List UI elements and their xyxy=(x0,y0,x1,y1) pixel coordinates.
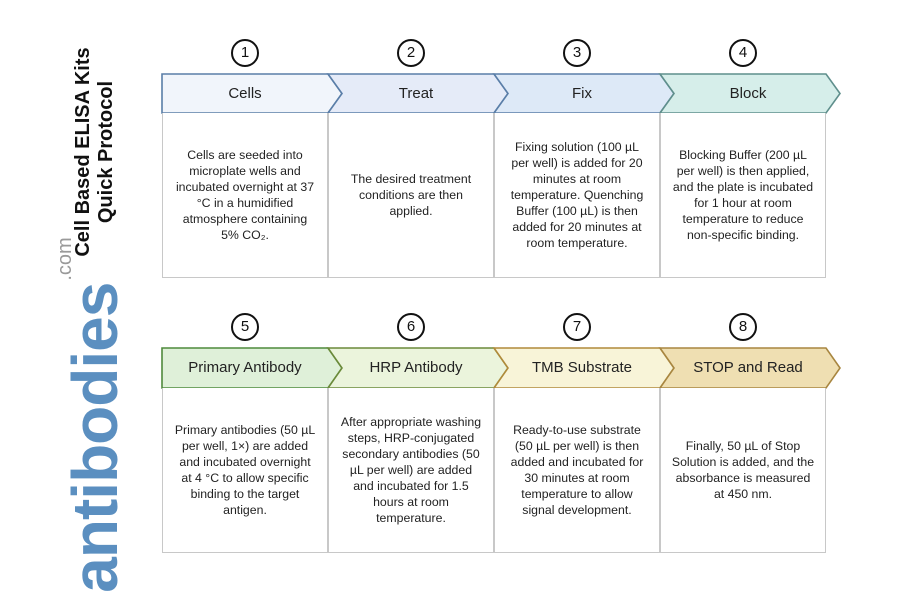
step-number-badge: 7 xyxy=(563,313,591,341)
step-label: Cells xyxy=(228,85,262,102)
step-number-badge: 5 xyxy=(231,313,259,341)
step-label: HRP Antibody xyxy=(369,359,463,376)
step-description: After appropriate washing steps, HRP-con… xyxy=(328,388,494,553)
step-description: The desired treatment conditions are the… xyxy=(328,113,494,278)
step-description: Blocking Buffer (200 µL per well) is the… xyxy=(660,113,826,278)
step-number-badge: 2 xyxy=(397,39,425,67)
step-label: Fix xyxy=(572,85,592,102)
step-label: STOP and Read xyxy=(693,359,803,376)
step-label: TMB Substrate xyxy=(531,359,633,376)
step-number-badge: 8 xyxy=(729,313,757,341)
step-description: Cells are seeded into microplate wells a… xyxy=(162,113,328,278)
step-header-chevron xyxy=(658,73,841,114)
step-label: Treat xyxy=(398,85,434,102)
step-number-badge: 3 xyxy=(563,39,591,67)
step-number-badge: 4 xyxy=(729,39,757,67)
step-description: Finally, 50 µL of Stop Solution is added… xyxy=(660,388,826,553)
step-label: Block xyxy=(729,85,767,102)
step-number-badge: 1 xyxy=(231,39,259,67)
step-number-badge: 6 xyxy=(397,313,425,341)
step-description: Ready-to-use substrate (50 µL per well) … xyxy=(494,388,660,553)
step-label: Primary Antibody xyxy=(188,359,302,376)
step-description: Primary antibodies (50 µL per well, 1×) … xyxy=(162,388,328,553)
step-description: Fixing solution (100 µL per well) is add… xyxy=(494,113,660,278)
step-header-chevron xyxy=(658,347,841,389)
